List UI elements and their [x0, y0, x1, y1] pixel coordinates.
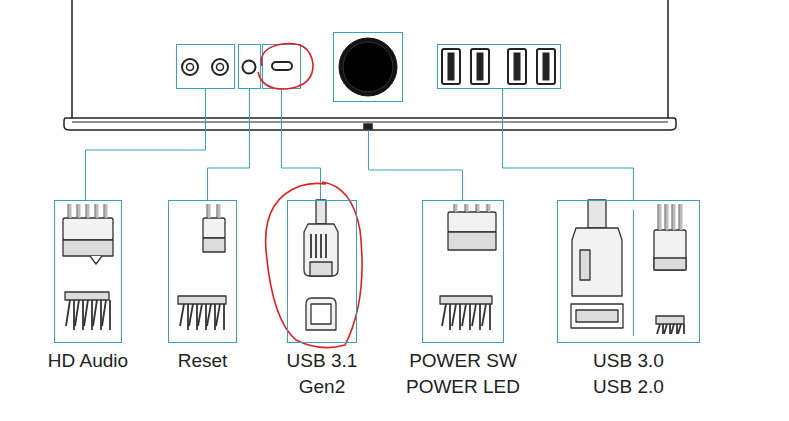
pin-stroke	[66, 300, 70, 326]
pin-stroke	[680, 204, 683, 230]
connector-label: USB 2.0	[554, 374, 704, 400]
connector-box: POWER SWPOWER LED	[422, 200, 504, 343]
connector-box: USB 3.0USB 2.0	[557, 200, 700, 343]
pin-stroke	[196, 304, 198, 330]
pin-stroke	[476, 204, 477, 212]
pin-stroke	[449, 304, 451, 330]
pin-stroke	[68, 204, 69, 218]
pin-stroke	[95, 204, 96, 218]
pin-stroke	[662, 324, 664, 334]
pin-stroke	[75, 300, 79, 326]
pin-stroke	[189, 304, 193, 326]
pin-stroke	[479, 304, 481, 330]
pin-stroke	[487, 204, 488, 212]
pin-stroke	[676, 324, 678, 334]
pin-stroke	[658, 204, 659, 230]
pin-stroke	[86, 204, 87, 218]
pin-stroke	[217, 204, 218, 218]
connector-box: USB 3.1 Gen2	[287, 200, 357, 343]
pin-stroke	[109, 300, 111, 330]
connector-caption: Reset	[158, 348, 248, 374]
pin-stroke	[465, 204, 466, 212]
pin-stroke	[96, 204, 99, 218]
pin-stroke	[218, 204, 221, 218]
pin-stroke	[82, 300, 84, 330]
pin-stroke	[452, 304, 456, 326]
pin-stroke	[673, 204, 676, 230]
pin-stroke	[198, 304, 202, 326]
connector-label: Reset	[158, 348, 248, 374]
pin-stroke	[91, 300, 93, 330]
red-markup	[258, 43, 362, 347]
pin-stroke	[325, 234, 327, 258]
pin-stroke	[671, 324, 674, 334]
pin-stroke	[87, 204, 90, 218]
connector-drawings	[63, 200, 686, 334]
pin-stroke	[469, 304, 471, 330]
case-panel	[64, 0, 676, 130]
pin-stroke	[223, 304, 225, 330]
pin-stroke	[466, 204, 469, 212]
pin-stroke	[482, 304, 486, 326]
pin-stroke	[315, 234, 317, 258]
pin-stroke	[454, 204, 455, 212]
pin-stroke	[320, 234, 322, 258]
pin-stroke	[683, 324, 685, 334]
pin-stroke	[78, 204, 81, 218]
pin-stroke	[104, 204, 105, 218]
pin-stroke	[455, 204, 458, 212]
pin-stroke	[477, 204, 480, 212]
pin-stroke	[666, 204, 669, 230]
pin-stroke	[672, 204, 673, 230]
pin-stroke	[665, 204, 666, 230]
pin-stroke	[678, 324, 681, 334]
pin-stroke	[462, 304, 466, 326]
connector-caption: USB 3.0USB 2.0	[554, 348, 704, 400]
pin-stroke	[459, 304, 461, 330]
pin-stroke	[187, 304, 189, 330]
pin-stroke	[489, 304, 491, 330]
pin-stroke	[664, 324, 667, 334]
connector-caption: USB 3.1 Gen2	[283, 348, 361, 400]
pin-stroke	[100, 300, 102, 330]
pin-stroke	[442, 304, 446, 326]
pin-stroke	[180, 304, 184, 326]
pin-stroke	[208, 204, 211, 218]
pin-stroke	[214, 304, 216, 330]
connector-label: POWER LED	[398, 374, 528, 400]
connector-label: USB 3.1 Gen2	[283, 348, 361, 400]
connector-label: USB 3.0	[554, 348, 704, 374]
pin-stroke	[310, 234, 312, 258]
pin-stroke	[669, 324, 671, 334]
connector-caption: HD Audio	[33, 348, 143, 374]
pin-stroke	[488, 204, 491, 212]
pin-stroke	[207, 204, 208, 218]
pin-stroke	[77, 204, 78, 218]
port-icons	[182, 38, 555, 96]
pin-stroke	[472, 304, 476, 326]
pin-stroke	[69, 204, 72, 218]
pin-stroke	[216, 304, 220, 326]
pin-stroke	[73, 300, 75, 330]
connector-box: HD Audio	[54, 200, 122, 343]
connector-caption: POWER SWPOWER LED	[398, 348, 528, 400]
pin-stroke	[659, 204, 662, 230]
pin-stroke	[657, 324, 660, 334]
pin-stroke	[679, 204, 680, 230]
connector-label: POWER SW	[398, 348, 528, 374]
pin-stroke	[102, 300, 106, 326]
pin-stroke	[205, 304, 207, 330]
pin-stroke	[84, 300, 88, 326]
connector-box: Reset	[168, 200, 237, 343]
pin-stroke	[105, 204, 108, 218]
connector-label: HD Audio	[33, 348, 143, 374]
pin-stroke	[207, 304, 211, 326]
pin-stroke	[93, 300, 97, 326]
